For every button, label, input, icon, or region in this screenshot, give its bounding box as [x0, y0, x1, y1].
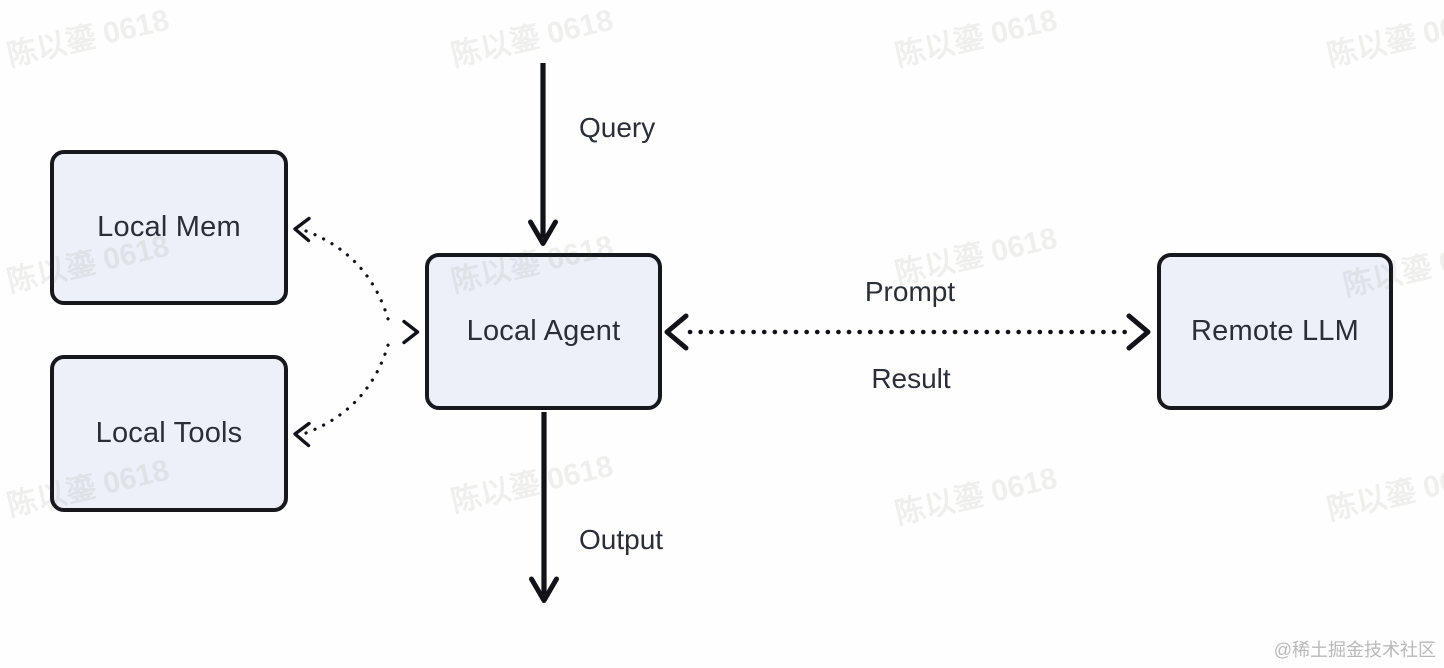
node-remote-llm: Remote LLM [1157, 253, 1393, 410]
agent-mem-dotted-curve [304, 229, 392, 328]
node-local-tools-label: Local Tools [95, 417, 243, 449]
query-arrowhead-icon [528, 219, 558, 246]
node-local-tools: Local Tools [50, 355, 288, 512]
output-arrowhead-icon [529, 576, 559, 603]
agent-tools-dotted-curve [304, 336, 392, 435]
edge-label-query: Query [579, 112, 656, 143]
edge-label-prompt: Prompt [864, 276, 956, 307]
node-local-agent: Local Agent [425, 253, 662, 410]
prompt-result-right-arrowhead-icon [1126, 313, 1151, 351]
mem-arrowhead-icon [293, 216, 311, 243]
footer-credit: @稀土掘金技术社区 [1273, 640, 1436, 660]
node-local-mem: Local Mem [50, 150, 288, 305]
prompt-result-left-arrowhead-icon [664, 313, 689, 351]
edge-label-result: Result [871, 363, 951, 394]
node-local-agent-label: Local Agent [466, 315, 621, 347]
agent-fork-arrowhead-icon [402, 319, 420, 345]
tools-arrowhead-icon [293, 421, 311, 448]
node-local-mem-label: Local Mem [97, 211, 241, 243]
edge-label-output: Output [579, 524, 664, 555]
node-remote-llm-label: Remote LLM [1190, 315, 1359, 347]
